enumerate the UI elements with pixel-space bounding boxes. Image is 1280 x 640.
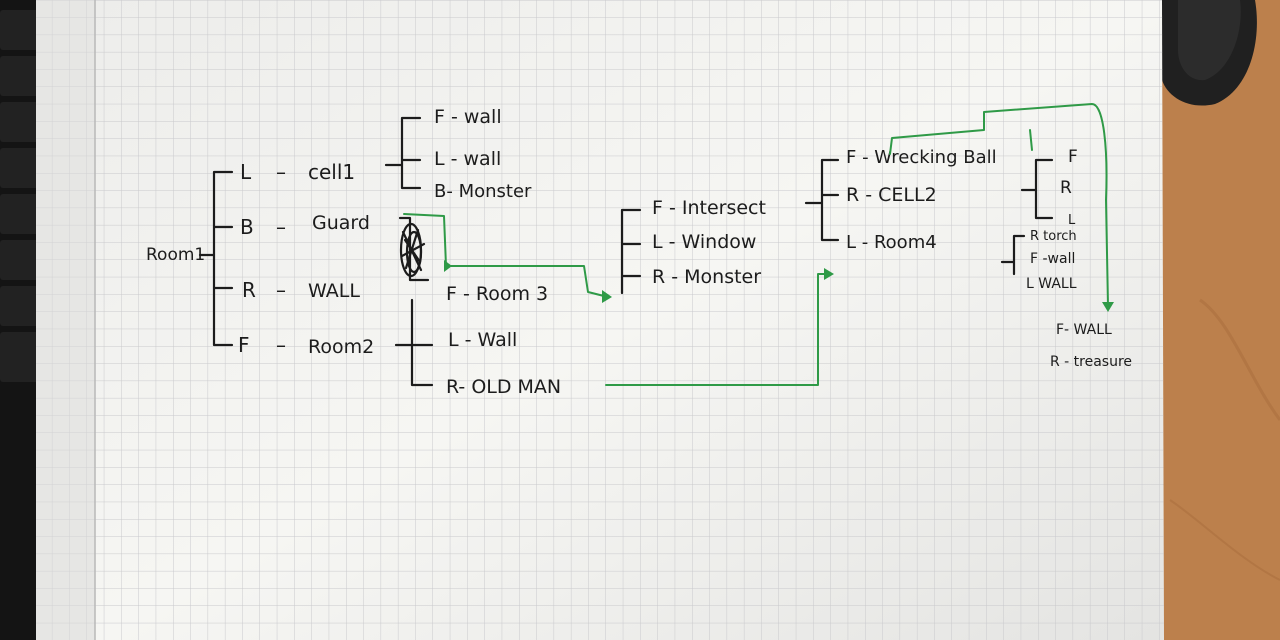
green-connector-oldman-monster — [605, 268, 834, 386]
room1-r-dash: – — [276, 278, 286, 302]
room3-bracket — [620, 208, 642, 295]
cell2-branch-r: R — [1060, 178, 1072, 198]
room1-b-target: Guard — [312, 212, 370, 234]
room1-r-target: WALL — [308, 280, 360, 302]
cell2-bracket — [1020, 158, 1054, 220]
room1-l-key: L — [240, 160, 252, 184]
room1-r-key: R — [242, 278, 256, 302]
room1-bracket — [198, 170, 234, 347]
intersect-branch-l: L - Room4 — [846, 232, 937, 253]
room1-f-key: F — [238, 333, 250, 357]
room2-branch-l: L - Wall — [448, 329, 517, 351]
treasure-branch-f: F- WALL — [1056, 322, 1112, 338]
room4-branch-f: F -wall — [1030, 251, 1075, 267]
room1-b-dash: – — [276, 215, 286, 239]
room1-b-key: B — [240, 215, 254, 239]
intersect-branch-f: F - Wrecking Ball — [846, 147, 997, 168]
room4-bracket — [1000, 234, 1026, 276]
green-connector-guard-room3 — [403, 213, 612, 303]
cell2-branch-f: F — [1068, 147, 1078, 167]
room2-bracket — [394, 298, 434, 387]
room1-f-dash: – — [276, 333, 286, 357]
room3-branch-r: R - Monster — [652, 266, 761, 288]
guard-bracket — [398, 216, 430, 282]
room4-branch-l: L WALL — [1026, 276, 1077, 292]
guard-branch-f: F - Room 3 — [446, 283, 548, 305]
cell1-branch-b: B- Monster — [434, 181, 532, 202]
room3-branch-f: F - Intersect — [652, 197, 766, 219]
root-label: Room1 — [146, 245, 205, 265]
room2-branch-r: R- OLD MAN — [446, 376, 561, 398]
room4-branch-r: R torch — [1030, 229, 1077, 244]
room3-branch-l: L - Window — [652, 231, 756, 253]
cell1-bracket — [384, 116, 422, 190]
intersect-bracket — [804, 158, 840, 242]
cell1-branch-l: L - wall — [434, 148, 501, 170]
green-connector-wreckingball-treasure — [889, 103, 1114, 312]
room1-l-dash: – — [276, 160, 286, 184]
cell1-branch-f: F - wall — [434, 106, 502, 128]
treasure-branch-r: R - treasure — [1050, 354, 1132, 370]
cell2-branch-l: L — [1068, 213, 1076, 228]
room1-l-target: cell1 — [308, 160, 355, 184]
room1-f-target: Room2 — [308, 336, 374, 358]
intersect-branch-r: R - CELL2 — [846, 184, 937, 206]
